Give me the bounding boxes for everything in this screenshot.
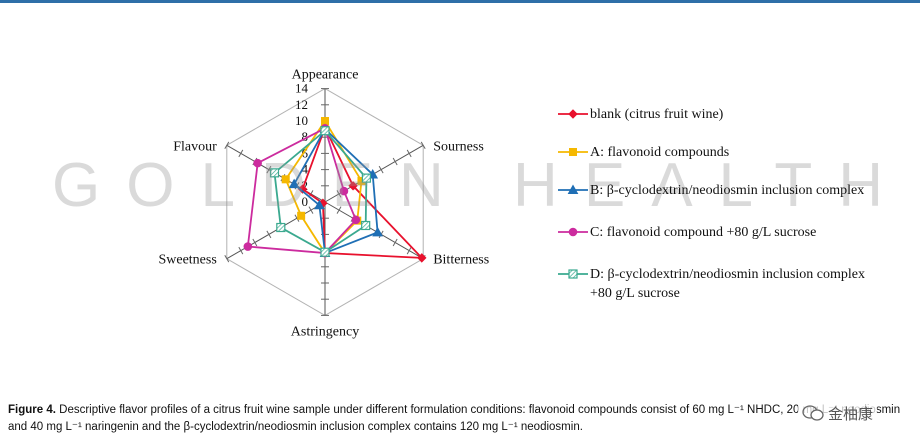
axis-title-bitterness: Bitterness: [433, 253, 489, 268]
axis-tick-sweetness-12: [238, 246, 244, 255]
caption-text: Descriptive flavor profiles of a citrus …: [8, 404, 901, 433]
axis-tick-sweetness-10: [252, 238, 258, 247]
axis-tick-bitterness-10: [392, 238, 398, 247]
legend-marker-d: [568, 269, 578, 279]
legend-symbol-a: [558, 148, 588, 156]
series-point-blank-bitterness: [417, 253, 427, 263]
axis-tick-bitterness-2: [336, 206, 342, 214]
axis-title-flavour: Flavour: [173, 139, 217, 154]
series-point-b-sweetness: [314, 199, 325, 210]
legend-symbol-c: [558, 227, 588, 237]
axis-tick-flavour-8: [266, 165, 272, 174]
axis-title-sweetness: Sweetness: [158, 253, 216, 268]
axis-tick-sourness-2: [336, 190, 342, 198]
chart-legend: blank (citrus fruit wine) A: flavonoid c…: [556, 103, 896, 305]
brand-badge: 金柚康: [798, 401, 878, 425]
series-point-blank-flavour: [297, 184, 308, 194]
legend-symbol-b: [558, 184, 588, 194]
legend-item-b: B: β-cyclodextrin/neodiosmin inclusion c…: [556, 179, 896, 221]
axis-title-sourness: Sourness: [433, 139, 484, 154]
series-point-d-astringency: [320, 247, 330, 257]
axis-line-bitterness: [324, 201, 424, 260]
axis-tick-sourness-8: [378, 165, 384, 174]
series-point-d-bitterness: [361, 220, 371, 231]
tick-label-4: 4: [302, 162, 309, 177]
legend-marker-blank: [568, 109, 578, 119]
series-point-c-sourness: [339, 186, 349, 196]
axis-tick-sweetness-8: [266, 230, 272, 239]
axis-tick-sweetness-2: [308, 206, 314, 214]
series-point-d-sweetness: [276, 222, 286, 233]
axis-title-appearance: Appearance: [292, 68, 359, 83]
axis-tick-sweetness-14: [224, 254, 230, 263]
series-point-a-flavour: [281, 175, 290, 184]
series-point-d-appearance: [320, 126, 330, 136]
series-point-d-flavour: [269, 168, 280, 178]
legend-marker-a: [569, 148, 577, 156]
tick-label-14: 14: [295, 81, 309, 96]
axis-tick-flavour-14: [224, 141, 230, 150]
legend-symbol-d: [558, 269, 588, 279]
series-point-a-sweetness: [297, 211, 306, 220]
axis-title-astringency: Astringency: [291, 324, 359, 339]
axis-tick-sourness-14: [420, 141, 426, 150]
legend-item-blank: blank (citrus fruit wine): [556, 103, 896, 141]
tick-label-8: 8: [302, 129, 309, 144]
chat-bubble-icon: [802, 405, 824, 421]
legend-label-d: D: β-cyclodextrin/neodiosmin inclusion c…: [590, 267, 866, 301]
axis-tick-sweetness-4: [294, 214, 300, 222]
axis-tick-sourness-10: [392, 157, 398, 166]
legend-label-a: A: flavonoid compounds: [590, 145, 730, 160]
brand-name: 金柚康: [828, 404, 874, 423]
watermark-text: GOLDEN HEALTH: [52, 151, 910, 220]
series-point-blank-sourness: [348, 181, 358, 191]
axis-line-sweetness: [226, 201, 326, 260]
series-point-c-bitterness: [351, 215, 361, 225]
series-d: [269, 126, 371, 257]
legend-symbol-blank: [558, 109, 588, 119]
axis-tick-sourness-12: [406, 149, 412, 158]
legend-label-blank: blank (citrus fruit wine): [590, 107, 724, 122]
legend-item-d: D: β-cyclodextrin/neodiosmin inclusion c…: [556, 263, 896, 305]
tick-label-6: 6: [302, 145, 309, 160]
figure-caption: Figure 4. Descriptive flavor profiles of…: [8, 402, 914, 436]
legend-marker-b: [567, 184, 579, 194]
caption-label: Figure 4.: [8, 404, 56, 416]
legend-item-a: A: flavonoid compounds: [556, 141, 896, 179]
axis-tick-flavour-12: [238, 149, 244, 158]
axis-tick-bitterness-12: [406, 246, 412, 255]
top-rule: [0, 0, 920, 3]
tick-label-10: 10: [295, 113, 308, 128]
series-point-b-bitterness: [372, 226, 383, 237]
tick-label-12: 12: [295, 97, 308, 112]
tick-label-0: 0: [302, 194, 309, 209]
legend-label-c: C: flavonoid compound +80 g/L sucrose: [590, 225, 817, 240]
series-point-d-sourness: [361, 173, 371, 183]
series-point-c-flavour: [253, 158, 262, 168]
series-point-a-appearance: [321, 117, 329, 125]
radar-series: [243, 117, 427, 263]
legend-label-b: B: β-cyclodextrin/neodiosmin inclusion c…: [590, 183, 865, 198]
legend-marker-c: [568, 227, 578, 237]
legend-item-c: C: flavonoid compound +80 g/L sucrose: [556, 221, 896, 263]
series-point-c-sweetness: [243, 242, 253, 251]
series-point-b-flavour: [288, 178, 300, 189]
